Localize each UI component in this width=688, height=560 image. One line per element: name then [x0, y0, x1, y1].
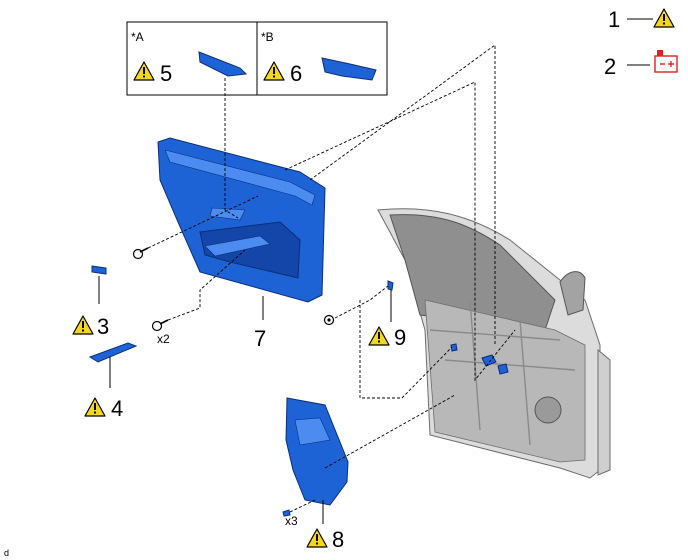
legend-number-2: 2	[604, 54, 616, 79]
inner-handle-bezel-plug	[91, 265, 107, 275]
inset-label-a: *A	[131, 30, 144, 44]
door-trim-board	[157, 137, 326, 303]
clip-9	[387, 280, 394, 291]
battery-icon	[654, 50, 678, 73]
callout-8: 8	[332, 527, 344, 552]
inset-box-a	[126, 21, 258, 96]
clip-x3	[282, 509, 291, 517]
switch-base-a	[198, 51, 248, 77]
nut-icon	[323, 314, 335, 326]
caution-icon	[368, 326, 390, 346]
callout-3: 3	[97, 314, 109, 339]
callout-5: 5	[160, 61, 172, 86]
quantity-x2: x2	[157, 332, 170, 346]
armrest-trim	[88, 342, 138, 363]
inset-label-b: *B	[261, 30, 274, 44]
callout-7: 7	[254, 326, 266, 351]
screw-icon	[151, 319, 169, 332]
caution-icon	[133, 61, 155, 81]
screw-icon	[132, 247, 149, 260]
inset-box-b	[256, 21, 388, 96]
caution-icon	[263, 61, 285, 81]
caution-icon	[72, 315, 94, 335]
callout-6: 6	[290, 61, 302, 86]
caution-icon	[653, 8, 675, 28]
caution-icon	[84, 397, 106, 417]
switch-base-b	[321, 57, 377, 81]
callout-4: 4	[111, 396, 123, 421]
legend-number-1: 1	[608, 7, 620, 32]
corner-mark: d	[4, 548, 9, 558]
quantity-x3: x3	[285, 514, 298, 528]
front-door-frame	[377, 208, 611, 479]
service-hole-cover	[285, 397, 349, 506]
callout-9: 9	[394, 325, 406, 350]
caution-icon	[306, 528, 328, 548]
